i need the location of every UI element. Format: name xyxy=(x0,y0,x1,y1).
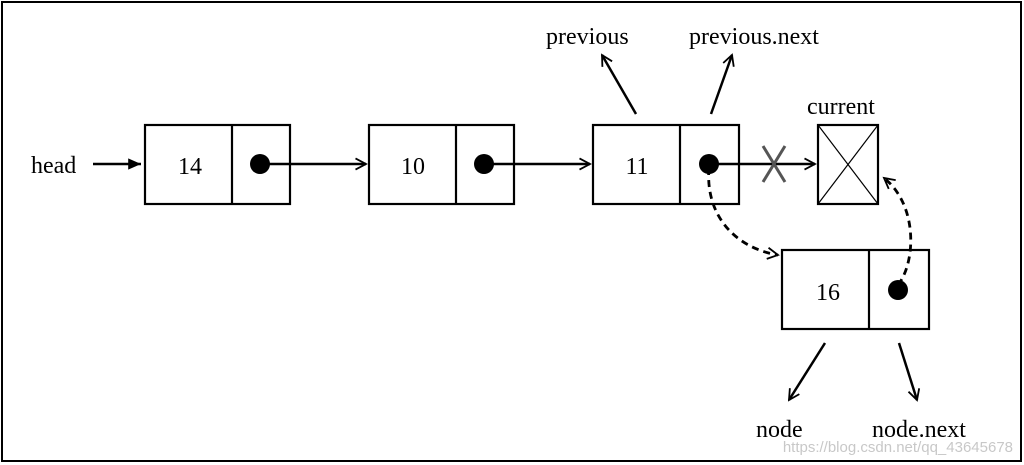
list-node-new: 16 xyxy=(780,248,931,331)
watermark-text: https://blog.csdn.net/qq_43645678 xyxy=(783,439,1013,456)
previous-next-label: previous.next xyxy=(689,24,819,50)
node-value: 10 xyxy=(401,154,425,180)
cross-icon xyxy=(761,145,787,183)
pointer-dot xyxy=(888,280,908,300)
node-next-dashed-arrow xyxy=(882,176,913,286)
new-link-dashed-arrow xyxy=(707,167,780,260)
previous-pointer-arrow xyxy=(600,53,638,115)
node-value: 16 xyxy=(816,280,840,306)
node-label: node xyxy=(756,417,803,443)
current-node-box xyxy=(816,123,880,206)
previous-label: previous xyxy=(546,24,629,50)
node-next-pointer-arrow xyxy=(897,342,921,402)
node-pointer-arrow xyxy=(787,342,827,402)
current-label: current xyxy=(807,94,875,120)
previous-next-pointer-arrow xyxy=(709,53,735,115)
node-value: 11 xyxy=(625,154,648,180)
head-label: head xyxy=(31,153,76,179)
node-value: 14 xyxy=(178,154,202,180)
node-next-label: node.next xyxy=(872,417,966,443)
